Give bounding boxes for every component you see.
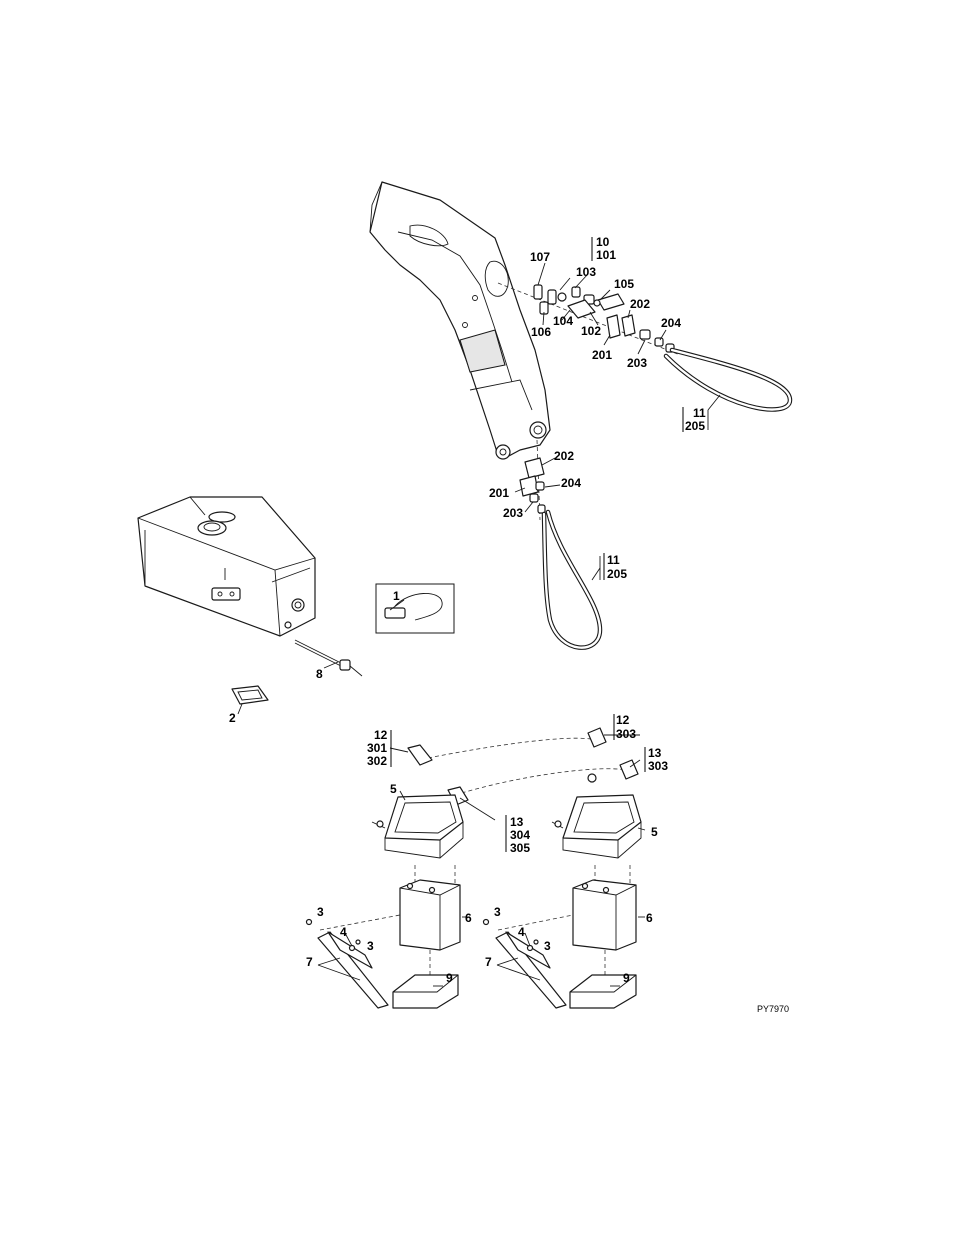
callout-12-left: 12 xyxy=(374,728,388,742)
callout-201-lower: 201 xyxy=(489,486,509,500)
callout-4-left: 4 xyxy=(340,925,347,939)
battery-group-right xyxy=(484,728,642,1008)
callout-8: 8 xyxy=(316,667,323,681)
callout-205-lower: 205 xyxy=(607,567,627,581)
callout-3a-right: 3 xyxy=(494,905,501,919)
figure-code: PY7970 xyxy=(757,1004,789,1014)
boom-arm xyxy=(370,182,550,459)
lower-fittings xyxy=(520,440,545,520)
callout-7-right: 7 xyxy=(485,955,492,969)
callout-13-left: 13 xyxy=(510,815,524,829)
callout-5-right: 5 xyxy=(651,825,658,839)
callout-12-right: 12 xyxy=(616,713,630,727)
callout-3b-right: 3 xyxy=(544,939,551,953)
callout-10: 10 xyxy=(596,235,610,249)
battery-group-left xyxy=(307,738,627,1008)
hydraulic-tank xyxy=(138,497,315,636)
callout-203-upper: 203 xyxy=(627,356,647,370)
callout-203-lower: 203 xyxy=(503,506,523,520)
breather-filter xyxy=(232,686,268,704)
callout-13-right: 13 xyxy=(648,746,662,760)
callout-301: 301 xyxy=(367,741,387,755)
callout-201-upper: 201 xyxy=(592,348,612,362)
callout-1: 1 xyxy=(393,589,400,603)
callout-6-left: 6 xyxy=(465,911,472,925)
callout-104: 104 xyxy=(553,314,573,328)
callout-7-left: 7 xyxy=(306,955,313,969)
callout-204-lower: 204 xyxy=(561,476,581,490)
callout-9-left: 9 xyxy=(446,971,453,985)
callout-5-left: 5 xyxy=(390,782,397,796)
callout-303b: 303 xyxy=(648,759,668,773)
callout-303a: 303 xyxy=(616,727,636,741)
callout-6-right: 6 xyxy=(646,911,653,925)
callout-11-lower: 11 xyxy=(607,553,620,567)
level-sensor xyxy=(295,640,362,676)
callout-304: 304 xyxy=(510,828,530,842)
callout-101: 101 xyxy=(596,248,616,262)
callout-205-upper: 205 xyxy=(685,419,705,433)
callout-11-upper: 11 xyxy=(693,406,706,420)
callout-202-upper: 202 xyxy=(630,297,650,311)
callout-9-right: 9 xyxy=(623,971,630,985)
callout-106: 106 xyxy=(531,325,551,339)
callout-2: 2 xyxy=(229,711,236,725)
inset-box xyxy=(376,584,454,633)
callout-102: 102 xyxy=(581,324,601,338)
callout-107: 107 xyxy=(530,250,550,264)
callout-103: 103 xyxy=(576,265,596,279)
callout-105: 105 xyxy=(614,277,634,291)
callout-202-lower: 202 xyxy=(554,449,574,463)
callout-204-upper: 204 xyxy=(661,316,681,330)
upper-hose xyxy=(666,350,790,410)
callout-302: 302 xyxy=(367,754,387,768)
callout-3a-left: 3 xyxy=(317,905,324,919)
callout-305: 305 xyxy=(510,841,530,855)
callout-3b-left: 3 xyxy=(367,939,374,953)
callout-4-right: 4 xyxy=(518,925,525,939)
lower-hose xyxy=(544,512,600,648)
